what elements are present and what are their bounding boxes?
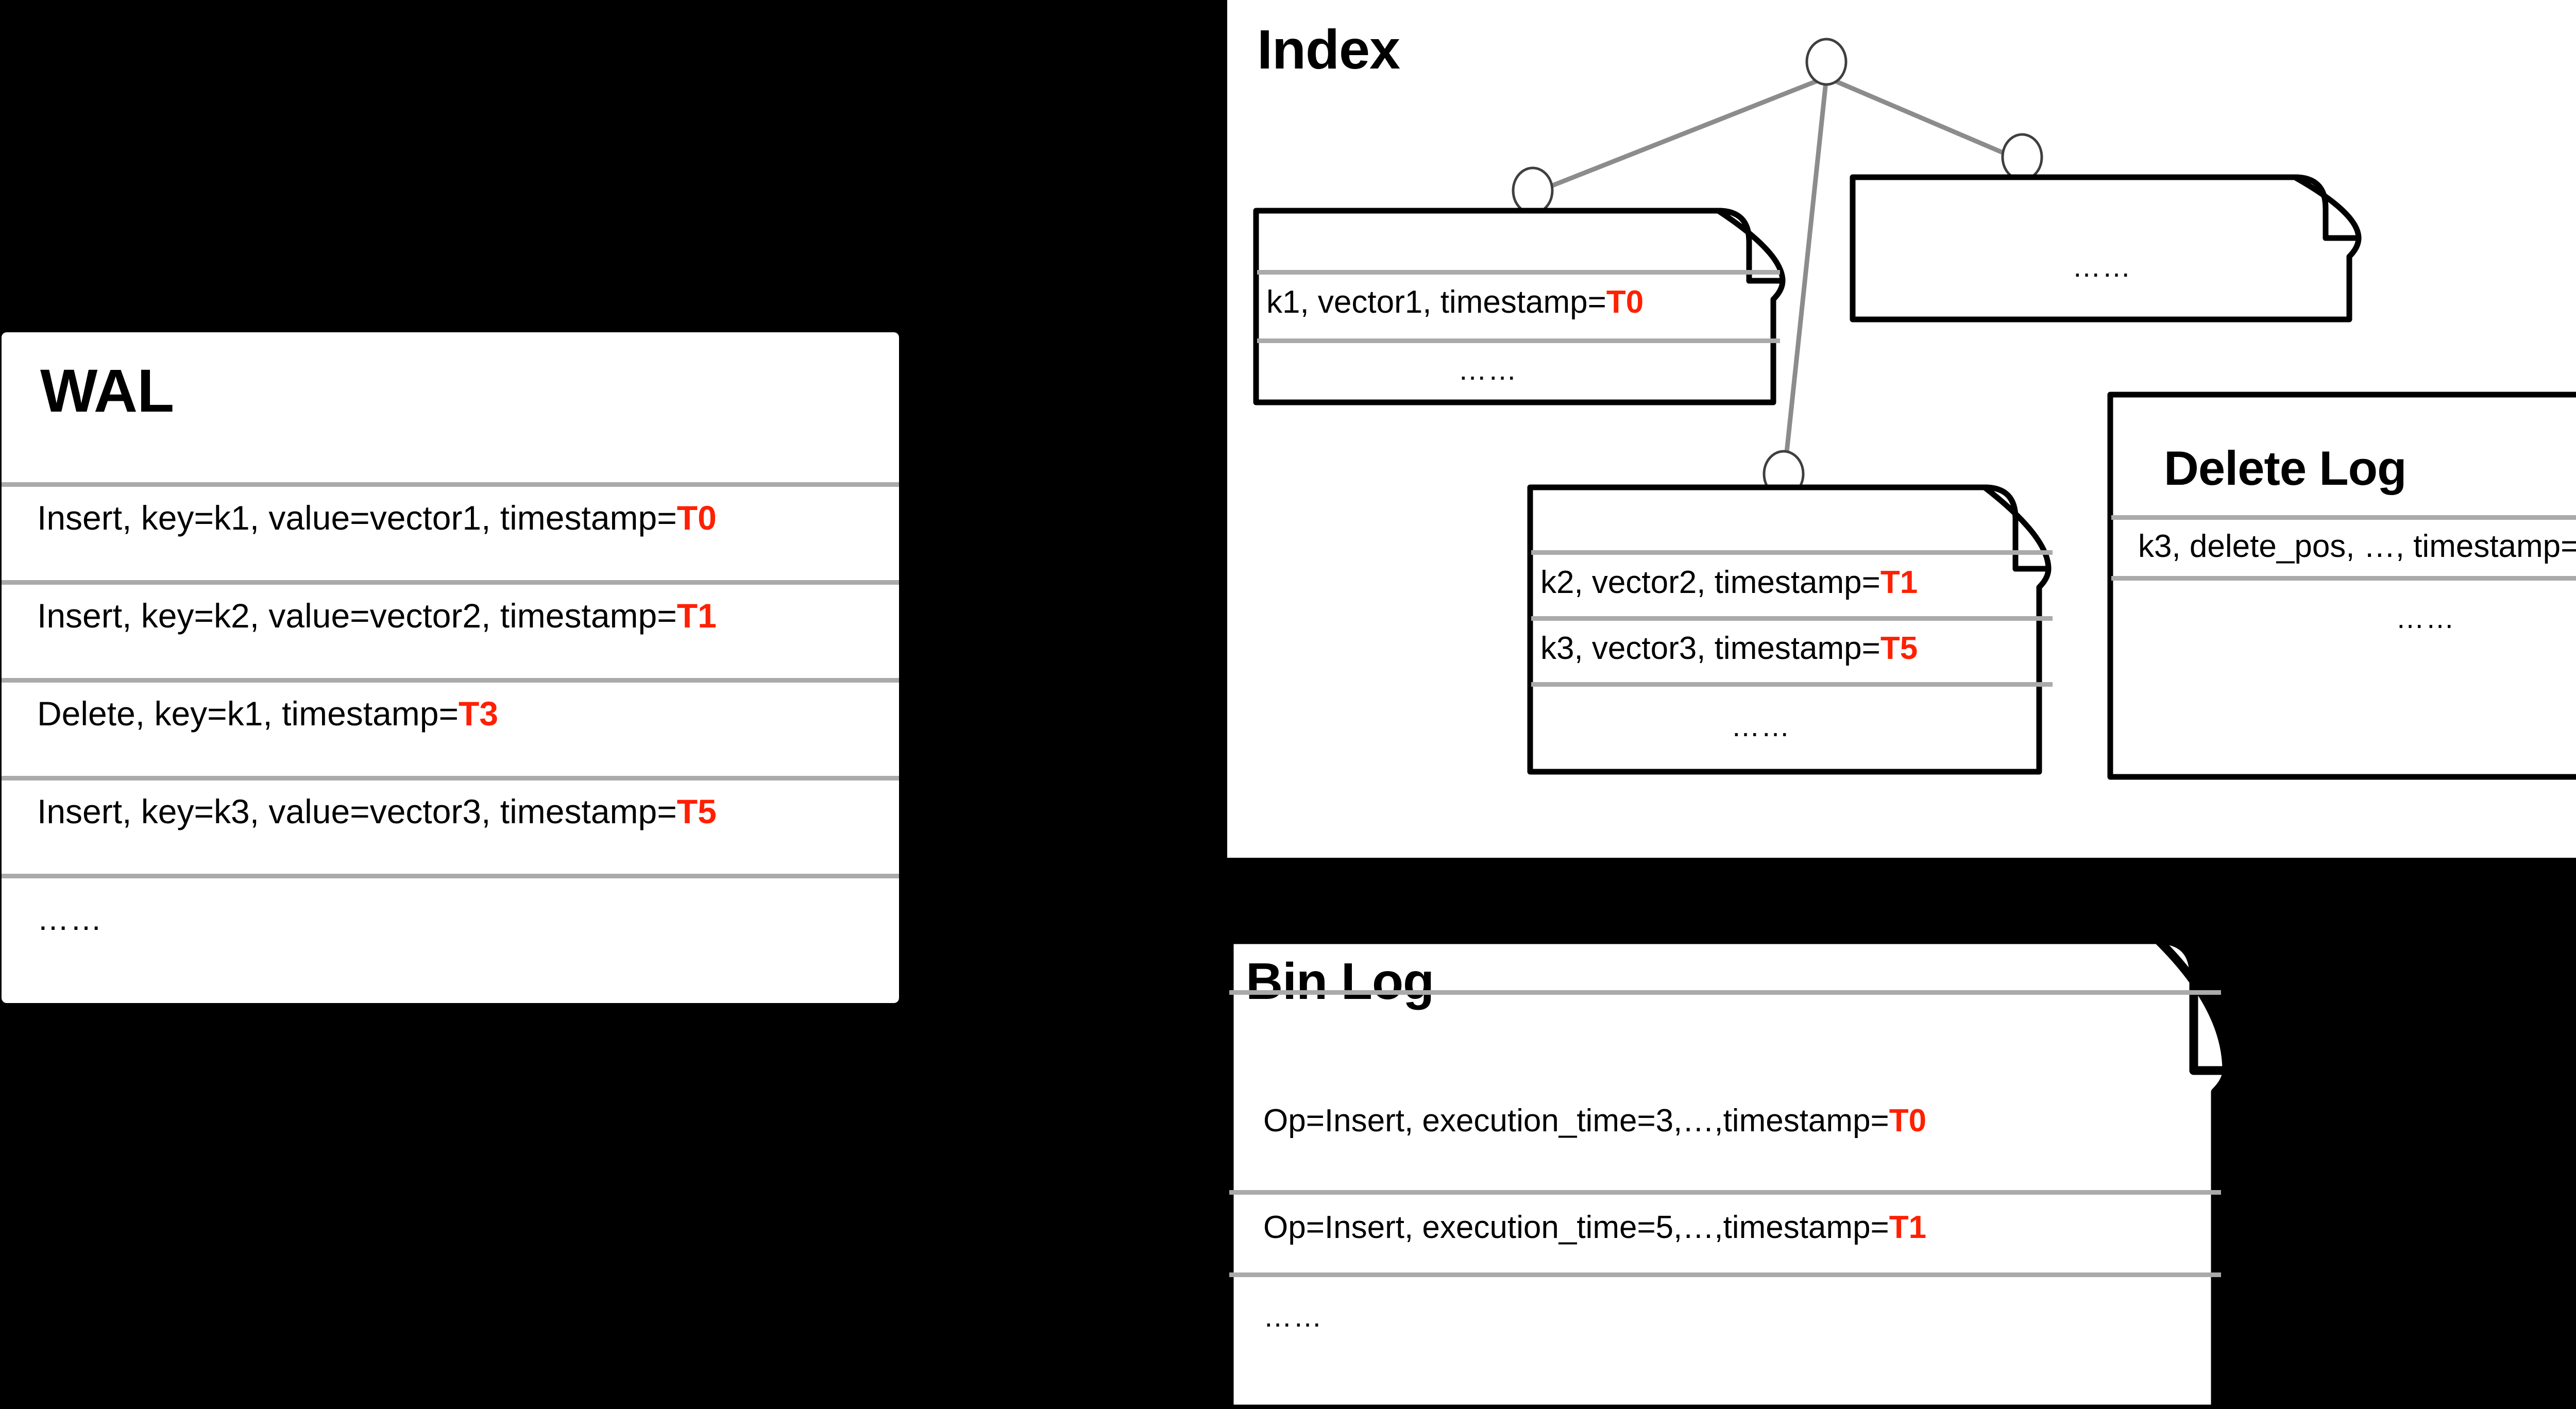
delete-log-separator: [2111, 515, 2576, 520]
wal-separator: [2, 580, 899, 585]
index-segment-k2k3-row-0-timestamp: T1: [1880, 565, 1918, 600]
delete-log-separator: [2111, 576, 2576, 581]
index-segment-k1-row-0: k1, vector1, timestamp=T0: [1266, 286, 1643, 318]
index-segment-k2k3-separator: [1531, 550, 2053, 555]
bin-log-row-1-timestamp: T1: [1889, 1210, 1927, 1245]
wal-row-3-text: Insert, key=k3, value=vector3, timestamp…: [37, 792, 677, 830]
bin-log-row-1-text: Op=Insert, execution_time=5,…,timestamp=: [1263, 1210, 1889, 1245]
bin-log-more-ellipsis: ……: [1263, 1300, 1323, 1333]
wal-row-2-text: Delete, key=k1, timestamp=: [37, 694, 459, 733]
wal-more-ellipsis: ……: [37, 902, 103, 937]
wal-title: WAL: [40, 357, 174, 425]
wal-row-0: Insert, key=k1, value=vector1, timestamp…: [37, 501, 717, 535]
delete-log-row-0-text: k3, delete_pos, …, timestamp=: [2138, 529, 2576, 564]
index-segment-k1-more-ellipsis: ……: [1458, 353, 1518, 386]
index-segment-k2k3-separator: [1531, 682, 2053, 687]
index-segment-right-more-ellipsis: ……: [2072, 250, 2132, 283]
bin-log-separator: [1229, 1272, 2221, 1277]
wal-row-1-text: Insert, key=k2, value=vector2, timestamp…: [37, 597, 677, 635]
delete-log-title: Delete Log: [2164, 441, 2407, 495]
index-segment-k1-row-0-timestamp: T0: [1606, 284, 1644, 320]
index-segment-k1-row-0-text: k1, vector1, timestamp=: [1266, 284, 1606, 320]
wal-row-0-text: Insert, key=k1, value=vector1, timestamp…: [37, 499, 677, 537]
wal-row-1-timestamp: T1: [676, 597, 717, 635]
index-segment-k2k3-row-0-text: k2, vector2, timestamp=: [1540, 565, 1880, 600]
index-segment-k1-separator: [1257, 270, 1780, 275]
wal-row-2: Delete, key=k1, timestamp=T3: [37, 697, 498, 731]
wal-separator: [2, 776, 899, 780]
index-segment-k1-shape: [1253, 208, 1786, 405]
index-segment-k1-separator: [1257, 338, 1780, 343]
index-segment-k2k3-row-1: k3, vector3, timestamp=T5: [1540, 633, 1918, 665]
bin-log-title: Bin Log: [1246, 953, 1434, 1010]
wal-panel: [2, 332, 899, 1003]
bin-log-separator: [1229, 990, 2221, 995]
delete-log-shape: [2107, 392, 2576, 780]
delete-log-more-ellipsis: ……: [2396, 602, 2455, 634]
delete-log-row-0: k3, delete_pos, …, timestamp=T3: [2138, 531, 2576, 563]
index-segment-k2k3-more-ellipsis: ……: [1731, 710, 1791, 742]
bin-log-row-0-timestamp: T0: [1889, 1103, 1927, 1139]
wal-row-1: Insert, key=k2, value=vector2, timestamp…: [37, 599, 717, 633]
bin-log-shape: [1225, 935, 2231, 1409]
wal-row-2-timestamp: T3: [459, 694, 499, 733]
wal-row-0-timestamp: T0: [676, 499, 717, 537]
bin-log-row-1: Op=Insert, execution_time=5,…,timestamp=…: [1263, 1212, 1926, 1244]
index-segment-k2k3-separator: [1531, 616, 2053, 621]
index-segment-k2k3-row-1-timestamp: T5: [1880, 631, 1918, 666]
index-segment-k2k3-row-0: k2, vector2, timestamp=T1: [1540, 567, 1918, 599]
wal-separator: [2, 678, 899, 683]
bin-log-row-0: Op=Insert, execution_time=3,…,timestamp=…: [1263, 1105, 1926, 1137]
index-segment-k2k3-row-1-text: k3, vector3, timestamp=: [1540, 631, 1880, 666]
wal-row-3-timestamp: T5: [676, 792, 717, 830]
index-segment-k2k3-shape: [1527, 484, 2052, 775]
bin-log-row-0-text: Op=Insert, execution_time=3,…,timestamp=: [1263, 1103, 1889, 1139]
wal-separator: [2, 874, 899, 878]
index-title: Index: [1257, 18, 1400, 80]
wal-separator: [2, 482, 899, 487]
wal-row-3: Insert, key=k3, value=vector3, timestamp…: [37, 794, 717, 828]
bin-log-separator: [1229, 1190, 2221, 1195]
index-segment-right-shape: [1850, 174, 2362, 322]
